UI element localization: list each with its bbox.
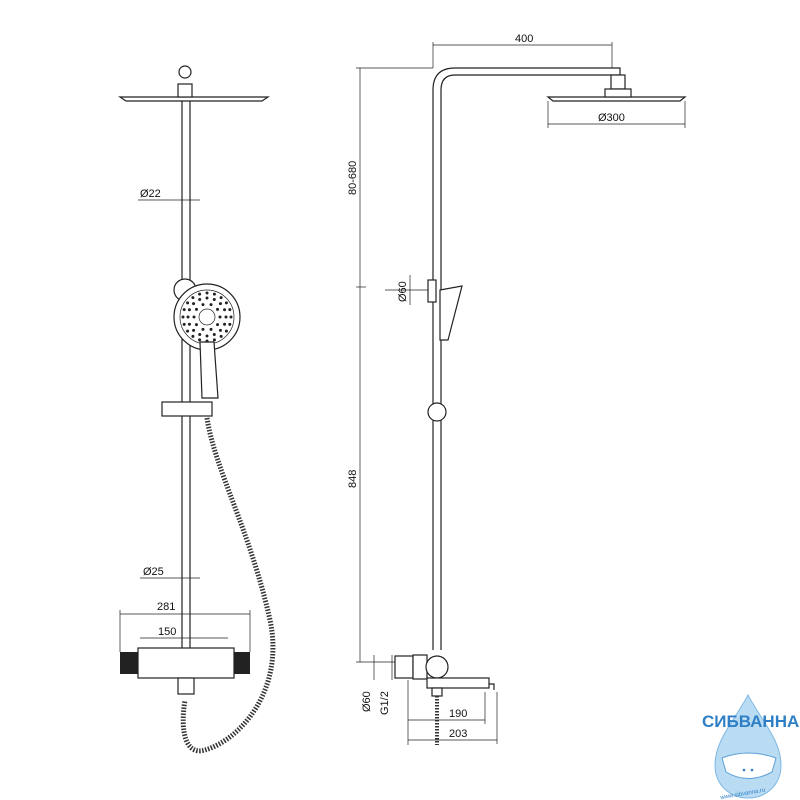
hose: [180, 417, 276, 754]
nozzle-dot: [182, 322, 186, 326]
dim-spout-length: 190: [449, 708, 467, 720]
nozzle-dot: [186, 301, 190, 305]
hand-shower: [161, 278, 241, 417]
nozzle-dot: [187, 308, 191, 312]
nozzle-dot: [205, 334, 209, 338]
nozzle-dot: [212, 333, 216, 337]
side-holder: [427, 279, 437, 303]
dim-valve-center: 150: [158, 626, 176, 638]
nozzle-dot: [198, 297, 202, 301]
nozzle-dot: [216, 307, 220, 311]
nozzle-dot: [219, 296, 223, 300]
nozzle-dot: [228, 322, 232, 326]
nozzle-dot: [205, 291, 209, 295]
nozzle-dot: [198, 292, 202, 296]
side-valve: [394, 654, 495, 745]
nozzle-dot: [212, 292, 216, 296]
nozzle-dot: [224, 329, 228, 333]
nozzle-dot: [228, 308, 232, 312]
nozzle-dot: [209, 327, 213, 331]
nozzle-dot: [218, 315, 222, 319]
nozzle-dot: [224, 315, 228, 319]
side-hand-shower: [439, 285, 463, 341]
nozzle-dot: [212, 297, 216, 301]
nozzle-dot: [191, 296, 195, 300]
sibvanna-logo: СИБВАННА www.sibvanna.ru: [702, 693, 799, 800]
logo-name: СИБВАННА: [702, 712, 799, 731]
nozzle-dot: [186, 315, 190, 319]
nozzle-dot: [187, 322, 191, 326]
nozzle-dot: [224, 301, 228, 305]
nozzle-dot: [218, 328, 222, 332]
nozzle-dot: [181, 315, 185, 319]
shower-rod: [181, 101, 191, 650]
dim-height-adjust: 80-680: [347, 161, 359, 195]
nozzle-dot: [201, 327, 205, 331]
front-view: Ø22 Ø25 281 150: [118, 65, 276, 754]
nozzle-dot: [212, 338, 216, 342]
nozzle-dot: [219, 334, 223, 338]
nozzle-dot: [194, 307, 198, 311]
nozzle-dot: [198, 338, 202, 342]
nozzle-dot: [192, 328, 196, 332]
dim-rod-upper: Ø22: [140, 188, 161, 200]
dim-holder-diameter: Ø60: [397, 281, 409, 302]
nozzle-dot: [192, 315, 196, 319]
dim-thread: G1/2: [379, 691, 391, 715]
dim-rod-height: 848: [347, 470, 359, 488]
side-view: 400 Ø300 80-680 848 Ø60 Ø60 G1/2 190 203: [347, 33, 687, 745]
overhead-shower-head: [118, 65, 270, 102]
side-overhead-head: [546, 74, 687, 102]
dim-valve-width: 281: [157, 601, 175, 613]
nozzle-dot: [216, 323, 220, 327]
side-slider-knob: [427, 402, 447, 422]
thermostatic-valve: [120, 647, 250, 695]
nozzle-dot: [192, 302, 196, 306]
nozzle-dot: [223, 322, 227, 326]
nozzle-dot: [209, 303, 213, 307]
nozzle-dot: [182, 308, 186, 312]
nozzle-dot: [194, 323, 198, 327]
nozzle-dot: [205, 296, 209, 300]
nozzle-dot: [191, 334, 195, 338]
dim-head-diameter: Ø300: [598, 112, 625, 124]
nozzle-dot: [223, 308, 227, 312]
nozzle-dot: [218, 302, 222, 306]
dim-escutcheon: Ø60: [361, 691, 373, 712]
nozzle-dot: [198, 333, 202, 337]
dim-rod-lower: Ø25: [143, 566, 164, 578]
nozzle-dot: [186, 329, 190, 333]
nozzle-dot: [229, 315, 233, 319]
dim-spout-total: 203: [449, 728, 467, 740]
nozzle-dot: [201, 303, 205, 307]
dim-arm-length: 400: [515, 33, 533, 45]
